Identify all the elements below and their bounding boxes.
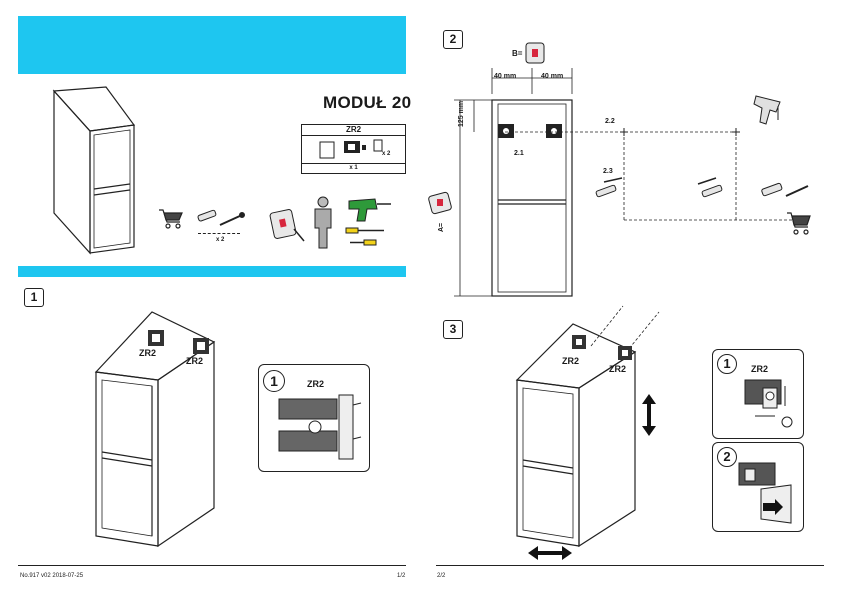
doc-code: No.917 v02 2018-07-25	[20, 573, 84, 579]
header-band	[18, 16, 406, 74]
step2-drill-icon	[753, 95, 781, 125]
step1-callout: 1 ZR2	[258, 364, 370, 472]
step1-cabinet-illustration	[94, 311, 216, 548]
step3-bracket-right-icon	[618, 346, 632, 360]
callout-number: 2	[717, 447, 737, 467]
hardware-qty: x 2	[216, 237, 225, 243]
callout-number: 1	[717, 354, 737, 374]
parts-qty-right: x 2	[382, 151, 391, 157]
sub-step-2-3: 2.3	[603, 168, 613, 175]
measure-b-label: B=	[512, 49, 523, 58]
step2-cart-icon	[787, 212, 811, 235]
parts-box: ZR2 x 2 x 1	[301, 124, 406, 174]
sub-step-2-1: 2.1	[514, 150, 524, 157]
parts-box-code: ZR2	[302, 125, 405, 136]
section-divider-band	[18, 266, 406, 277]
vertical-adjust-arrow-icon	[642, 394, 656, 436]
dowel-screw-icon	[197, 209, 245, 226]
horizontal-adjust-arrow-icon	[528, 546, 572, 560]
sub-step-2-2: 2.2	[605, 118, 615, 125]
step1-bracket-left-label: ZR2	[139, 348, 157, 358]
shopping-cart-icon	[159, 209, 183, 229]
person-icon	[314, 196, 332, 249]
cabinet-overview-illustration	[52, 86, 136, 255]
left-footer-rule	[18, 565, 406, 566]
step-2-number: 2	[443, 30, 463, 49]
step3-callout-1: 1 ZR2	[712, 349, 804, 439]
callout1-bracket-detail	[744, 379, 793, 428]
screwdriver-icons	[345, 227, 384, 246]
height-offset-label: 125 mm	[458, 100, 465, 127]
right-offset-label: 40 mm	[541, 73, 564, 80]
parts-qty-left: x 1	[302, 163, 405, 173]
step3-cabinet-illustration	[515, 305, 660, 548]
page-number-left: 1/2	[397, 573, 406, 579]
page-number-right: 2/2	[437, 573, 446, 579]
left-offset-label: 40 mm	[494, 73, 517, 80]
bracket-parts-icon	[319, 139, 383, 159]
callout-code: ZR2	[751, 364, 769, 374]
bracket-right-icon	[193, 338, 209, 354]
step3-bracket-left-label: ZR2	[562, 356, 580, 366]
step3-callout-2: 2	[712, 442, 804, 532]
module-title: MODUŁ 20	[323, 93, 412, 112]
tape-measure-a-icon	[428, 191, 452, 215]
bracket-left-icon	[148, 330, 164, 346]
step2-dowels-left	[595, 177, 623, 198]
step3-bracket-right-label: ZR2	[609, 364, 627, 374]
step2-cabinet-front	[491, 99, 573, 297]
hardware-qty-line	[198, 233, 240, 234]
step-1-number: 1	[24, 288, 44, 307]
right-footer-rule	[436, 565, 824, 566]
tape-measure-b-icon	[525, 42, 545, 64]
step2-dowels-middle	[697, 177, 723, 198]
step1-bracket-right-label: ZR2	[186, 356, 204, 366]
tape-measure-icon	[269, 209, 305, 242]
drill-icon	[348, 198, 391, 222]
step2-dimension-lines	[454, 68, 573, 297]
measure-a-label: A=	[438, 222, 445, 232]
callout-code: ZR2	[307, 379, 325, 389]
callout2-hanging-detail	[738, 462, 792, 524]
step2-mounting-guides	[500, 128, 800, 221]
callout-number: 1	[263, 370, 285, 392]
step-3-number: 3	[443, 320, 463, 339]
step3-bracket-left-icon	[572, 335, 586, 349]
step2-dowels-right	[761, 182, 809, 197]
callout-bracket-detail	[278, 394, 362, 460]
